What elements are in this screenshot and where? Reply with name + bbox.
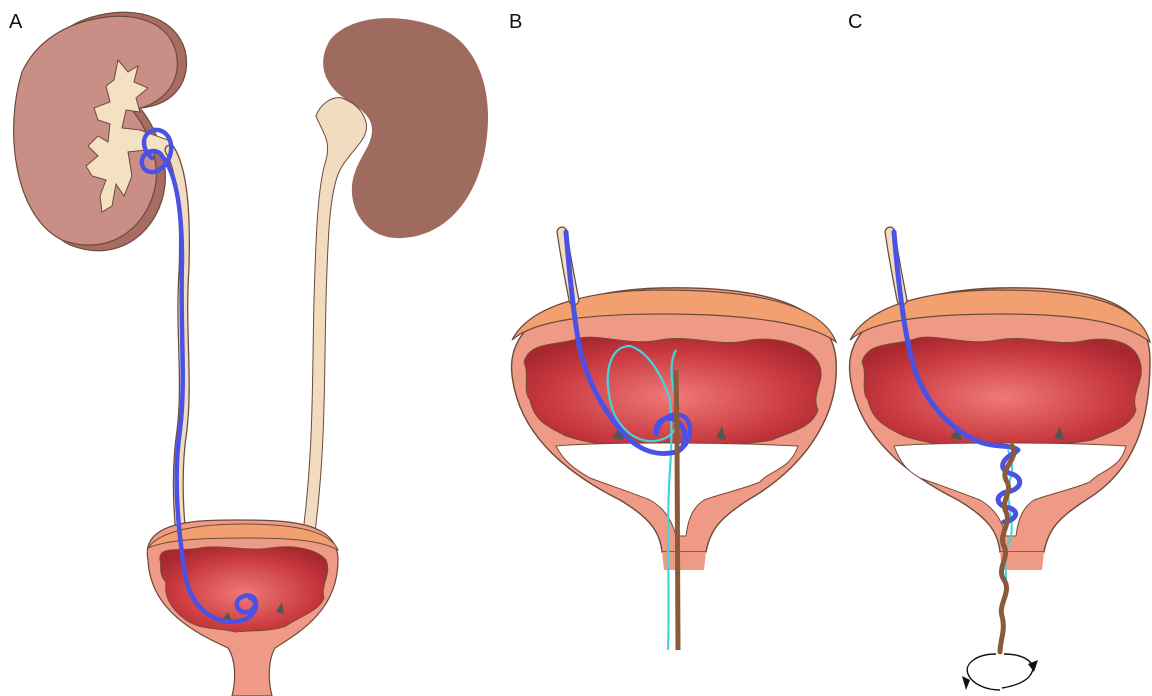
panel-b [512, 232, 837, 650]
panel-c [850, 232, 1150, 690]
rotation-arrow-left [967, 654, 1000, 690]
panel-a [14, 12, 488, 696]
catheter-b [676, 370, 678, 650]
bladder-b-lumen [524, 337, 821, 446]
right-renal-pelvis [302, 98, 367, 540]
rotation-arrow-right [1002, 654, 1033, 688]
bladder-c-lumen [862, 337, 1141, 446]
bladder-a [147, 520, 338, 696]
